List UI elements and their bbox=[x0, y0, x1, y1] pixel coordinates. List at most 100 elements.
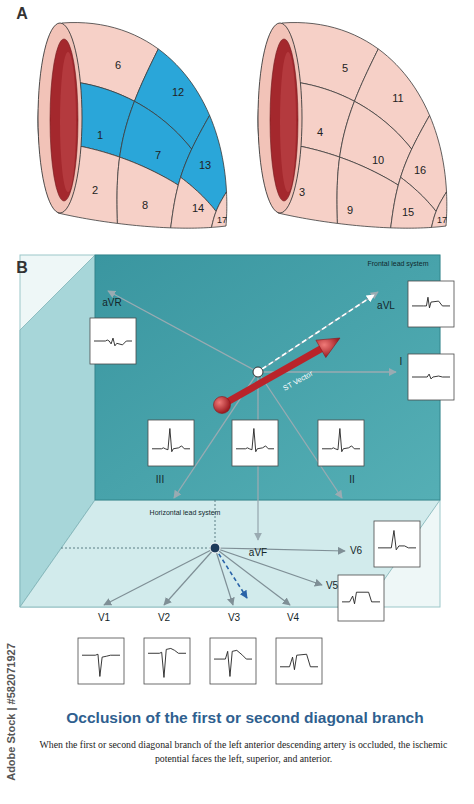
ecg-box bbox=[318, 420, 364, 466]
ecg-box bbox=[276, 638, 322, 684]
ecg-tracing bbox=[378, 530, 416, 549]
segment-number: 5 bbox=[342, 63, 348, 74]
ecg-box bbox=[144, 638, 190, 684]
ecg-frame bbox=[78, 638, 124, 684]
segment-number: 2 bbox=[92, 185, 98, 196]
segment-number: 14 bbox=[192, 203, 204, 214]
ecg-frame bbox=[338, 575, 384, 621]
ecg-tracing bbox=[82, 654, 120, 676]
plane-label: Frontal lead system bbox=[367, 260, 428, 267]
ecg-box bbox=[232, 420, 278, 466]
watermark: Adobe Stock | #582071927 bbox=[6, 643, 17, 781]
myocardial-segment bbox=[171, 177, 216, 228]
segment-number: 13 bbox=[199, 160, 211, 171]
ecg-box bbox=[374, 521, 420, 567]
ecg-box bbox=[78, 638, 124, 684]
ecg-frame bbox=[408, 354, 454, 400]
lead-label: V3 bbox=[228, 613, 240, 623]
ecg-frame bbox=[408, 281, 454, 327]
plane-label: Horizontal lead system bbox=[150, 509, 221, 516]
vector-shaft bbox=[222, 349, 321, 405]
cube-frame bbox=[20, 255, 440, 607]
segment-number: 1 bbox=[97, 130, 103, 141]
myocardial-segment bbox=[117, 157, 178, 228]
segment-number: 4 bbox=[317, 127, 323, 138]
ecg-tracing bbox=[342, 592, 380, 604]
lead-label: V1 bbox=[98, 613, 110, 623]
st-vector bbox=[214, 338, 341, 414]
segment-number: 16 bbox=[414, 165, 426, 176]
figure-caption: When the first or second diagonal branch… bbox=[36, 738, 451, 766]
ecg-tracing bbox=[148, 648, 186, 677]
figure-title: Occlusion of the first or second diagona… bbox=[66, 710, 423, 726]
projection-line bbox=[61, 548, 215, 549]
panel-letter: A bbox=[16, 6, 28, 22]
segment-number: 9 bbox=[347, 205, 353, 216]
lead-axis bbox=[215, 548, 322, 585]
horizontal-origin bbox=[210, 543, 220, 553]
lead-axis bbox=[164, 548, 215, 605]
cavity-highlight bbox=[280, 52, 296, 192]
ecg-tracing bbox=[322, 429, 360, 452]
ecg-box bbox=[90, 318, 136, 364]
lead-label: III bbox=[156, 475, 164, 485]
ecg-tracing bbox=[214, 650, 252, 676]
lead-label: V5 bbox=[326, 581, 338, 591]
ecg-tracing bbox=[412, 297, 450, 308]
lead-axis bbox=[215, 548, 345, 551]
ecg-tracing bbox=[94, 338, 132, 346]
segment-number: 11 bbox=[392, 93, 403, 104]
frontal-origin bbox=[253, 367, 263, 377]
heart-base-ring bbox=[258, 23, 302, 213]
ecg-frame bbox=[318, 420, 364, 466]
lead-axis bbox=[104, 548, 215, 605]
ecg-tracing bbox=[152, 429, 190, 452]
myocardial-segment bbox=[432, 192, 447, 228]
vector-head bbox=[316, 338, 340, 358]
heart-base-ring bbox=[38, 23, 82, 213]
ecg-tracing bbox=[236, 429, 274, 452]
lead-cube bbox=[20, 255, 440, 607]
ecg-box bbox=[210, 638, 256, 684]
ecg-frame bbox=[232, 420, 278, 466]
projection-line bbox=[215, 500, 216, 548]
lead-label: I bbox=[400, 357, 403, 367]
lead-axis bbox=[215, 548, 233, 605]
ecg-box bbox=[408, 281, 454, 327]
segment-number: 15 bbox=[402, 207, 414, 218]
segment-number: 12 bbox=[172, 87, 184, 98]
ecg-frame bbox=[276, 638, 322, 684]
ischemic-direction-arrow bbox=[215, 548, 247, 598]
ecg-tracing bbox=[412, 374, 450, 379]
ischemic-direction-arrow bbox=[262, 295, 374, 369]
segment-number: 8 bbox=[142, 200, 148, 211]
lead-label: V2 bbox=[158, 613, 170, 623]
ecg-tracing bbox=[280, 654, 318, 669]
myocardial-segment bbox=[391, 177, 436, 228]
ecg-box bbox=[338, 575, 384, 621]
myocardial-segment bbox=[337, 157, 398, 228]
ecg-frame bbox=[144, 638, 190, 684]
ecg-group bbox=[78, 281, 454, 684]
segment-number: 17 bbox=[217, 216, 227, 225]
ecg-frame bbox=[374, 521, 420, 567]
lead-label: aVR bbox=[102, 298, 121, 308]
ventricle-cavity bbox=[270, 39, 298, 201]
ecg-frame bbox=[90, 318, 136, 364]
segment-number: 6 bbox=[115, 60, 121, 71]
segment-number: 7 bbox=[155, 150, 161, 161]
segment-number: 17 bbox=[437, 216, 447, 225]
cavity-highlight bbox=[60, 52, 76, 192]
lead-axis bbox=[258, 292, 378, 372]
lead-label: II bbox=[349, 475, 355, 485]
lead-label: aVL bbox=[377, 301, 395, 311]
lead-label: V6 bbox=[350, 546, 362, 556]
segment-number: 10 bbox=[372, 155, 384, 166]
ventricle-cavity bbox=[50, 39, 78, 201]
ecg-frame bbox=[148, 420, 194, 466]
heart-models bbox=[38, 23, 447, 229]
ecg-frame bbox=[210, 638, 256, 684]
ecg-box bbox=[148, 420, 194, 466]
